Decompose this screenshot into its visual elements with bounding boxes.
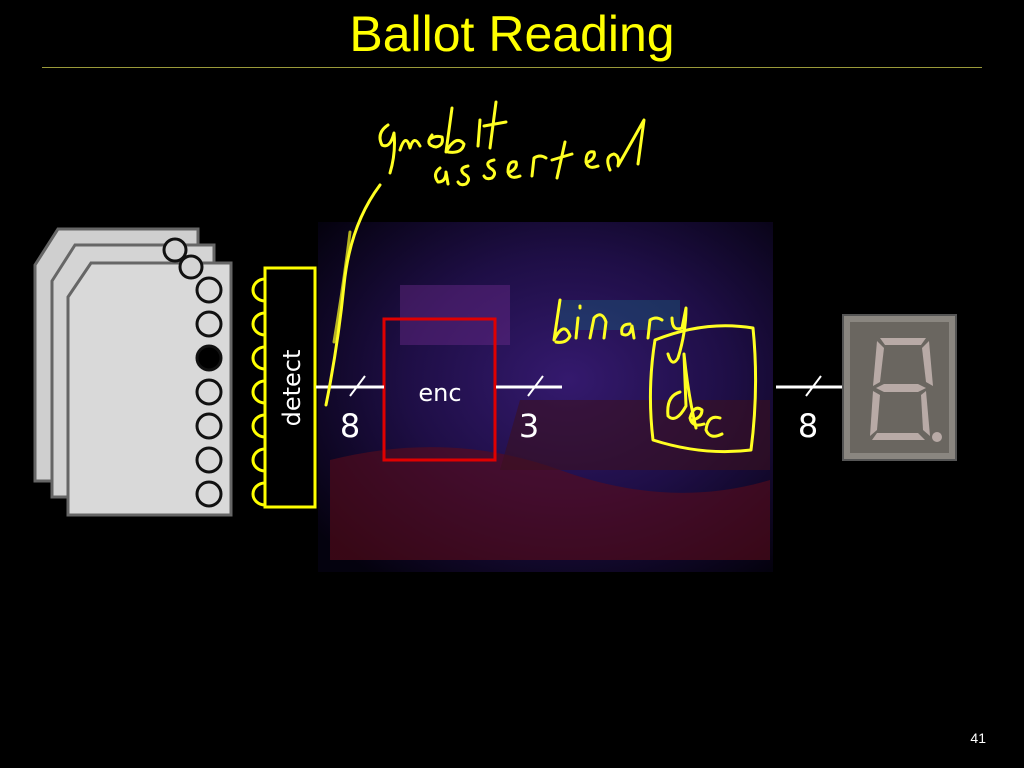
calculator-photo-background	[318, 222, 773, 572]
bus-width-8-in: 8	[340, 407, 360, 445]
sensor-coil	[251, 311, 266, 337]
ballot-bubbles	[162, 237, 223, 508]
sensor-coil	[251, 481, 266, 507]
annotation-dec-block	[648, 324, 758, 454]
annotation-one-bit-asserted	[378, 100, 646, 187]
sensor-coil	[251, 447, 266, 473]
bus-dec-display: 8	[776, 375, 842, 445]
bus-width-8-out: 8	[798, 407, 818, 445]
ballot-bubble	[195, 446, 223, 474]
ballot-bubble	[195, 412, 223, 440]
sensor-coil	[251, 379, 266, 405]
sensor-coil	[251, 345, 266, 371]
seven-segment-display-icon	[842, 314, 957, 461]
bus-width-3: 3	[519, 407, 539, 445]
ballot-bubble-filled	[195, 344, 223, 372]
ballot-bubble	[195, 276, 223, 304]
slide-title: Ballot Reading	[349, 6, 675, 62]
ballot-bubble-back	[162, 237, 188, 263]
detect-block: detect	[251, 266, 317, 509]
bus-detect-enc: 8	[316, 375, 384, 445]
ballot-bubble	[195, 378, 223, 406]
handwritten-annotations	[324, 100, 758, 454]
sensor-coil	[251, 413, 266, 439]
ballot-bubble-back	[178, 254, 204, 280]
ballot-card-icon	[33, 227, 233, 517]
bus-enc-dec: 3	[496, 375, 562, 445]
enc-block: enc	[382, 317, 497, 462]
detect-label: detect	[278, 350, 306, 427]
slide-number: 41	[970, 730, 986, 746]
ballot-bubble	[195, 480, 223, 508]
title-divider	[42, 67, 982, 68]
sensor-coil	[251, 277, 266, 303]
enc-label: enc	[418, 379, 461, 407]
ballot-bubble	[195, 310, 223, 338]
sensor-coils	[251, 277, 266, 507]
